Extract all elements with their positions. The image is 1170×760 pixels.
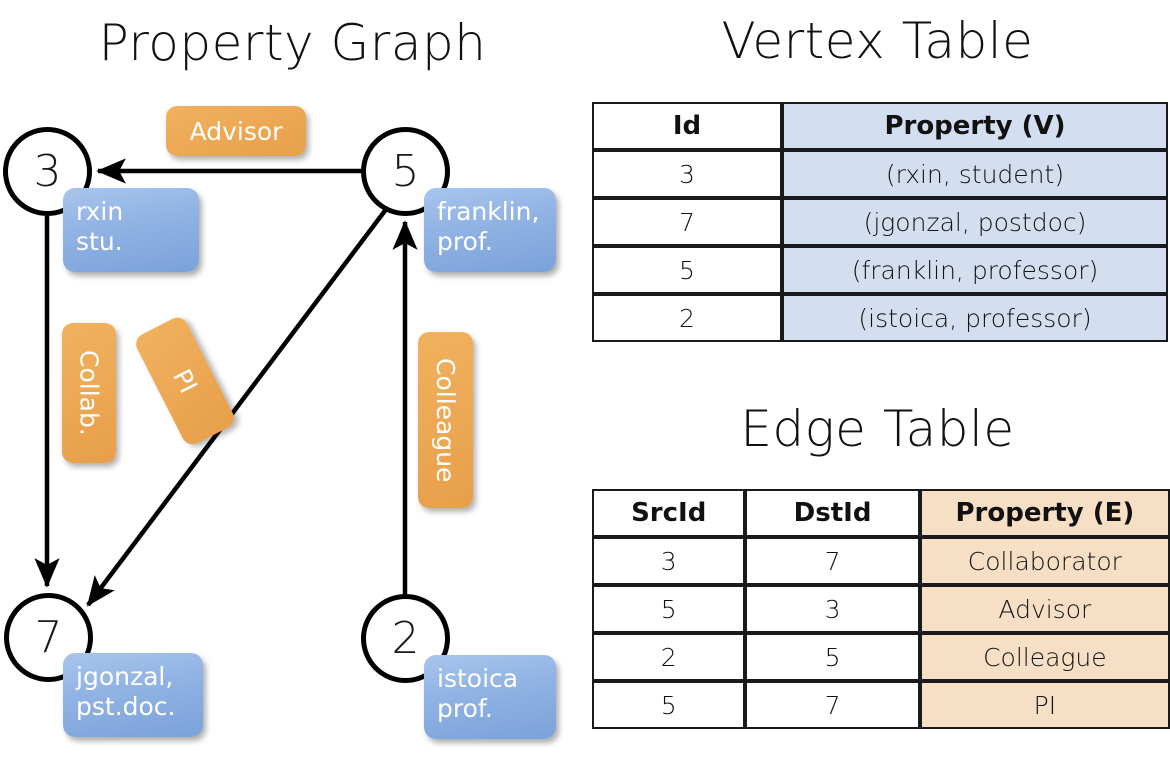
vertex-table-cell-id: 2 <box>592 294 782 342</box>
edge-label-advisor[interactable]: Advisor <box>166 106 306 156</box>
edge-table-cell-srcid: 5 <box>592 681 746 729</box>
graph-edges-svg <box>34 158 418 607</box>
table-row[interactable]: 5 3 Advisor <box>592 585 1170 633</box>
vertex-property-box-3-line1: rxin <box>76 197 124 226</box>
vertex-table-header-row: Id Property (V) <box>592 102 1168 150</box>
vertex-node-2-id: 2 <box>391 613 420 664</box>
vertex-property-box-5-line1: franklin, <box>437 197 540 226</box>
page-title-property-graph: Property Graph <box>98 14 487 72</box>
edge-label-colleague[interactable]: Colleague <box>418 332 473 508</box>
vertex-property-box-2: istoica prof. <box>424 655 556 739</box>
vertex-table-header-property: Property (V) <box>782 102 1168 150</box>
vertex-table-cell-property: (istoica, professor) <box>782 294 1168 342</box>
page-title-edge-table: Edge Table <box>740 400 1015 458</box>
edge-table-cell-srcid: 5 <box>592 585 746 633</box>
vertex-node-3-id: 3 <box>33 146 62 197</box>
edge-table-cell-property: Advisor <box>919 585 1170 633</box>
edge-table-cell-dstid: 3 <box>745 585 920 633</box>
edge-table: SrcId DstId Property (E) 3 7 Collaborato… <box>592 489 1170 729</box>
vertex-property-box-5-line2: prof. <box>437 226 493 256</box>
edge-table-cell-property: PI <box>919 681 1170 729</box>
edge-label-collab[interactable]: Collab. <box>62 323 116 463</box>
edge-label-advisor-text: Advisor <box>189 116 283 146</box>
edge-table-cell-dstid: 5 <box>745 633 920 681</box>
vertex-node-5-id: 5 <box>391 146 420 197</box>
vertex-property-box-5: franklin, prof. <box>424 188 556 272</box>
vertex-property-box-2-line1: istoica <box>437 664 519 693</box>
property-graph-diagram: Advisor Collab. PI Colleague 3 rxin stu.… <box>3 106 556 739</box>
edge-table-cell-srcid: 2 <box>592 633 746 681</box>
vertex-table-cell-id: 3 <box>592 150 782 198</box>
edge-label-collab-text: Collab. <box>74 350 104 436</box>
edge-label-colleague-text: Colleague <box>431 357 460 483</box>
table-row[interactable]: 2 (istoica, professor) <box>592 294 1168 342</box>
edge-table-cell-dstid: 7 <box>745 681 920 729</box>
vertex-property-box-7: jgonzal, pst.doc. <box>63 653 203 737</box>
edge-table-header-srcid: SrcId <box>592 489 746 537</box>
table-row[interactable]: 3 (rxin, student) <box>592 150 1168 198</box>
vertex-table-cell-id: 7 <box>592 198 782 246</box>
vertex-table-cell-property: (jgonzal, postdoc) <box>782 198 1168 246</box>
vertex-property-box-7-line1: jgonzal, <box>76 662 174 691</box>
table-row[interactable]: 2 5 Colleague <box>592 633 1170 681</box>
page-title-vertex-table: Vertex Table <box>721 12 1034 70</box>
edge-table-header-dstid: DstId <box>745 489 920 537</box>
table-row[interactable]: 7 (jgonzal, postdoc) <box>592 198 1168 246</box>
edge-table-cell-property: Colleague <box>919 633 1170 681</box>
vertex-property-box-7-line2: pst.doc. <box>76 691 176 721</box>
edge-table-header-property: Property (E) <box>919 489 1170 537</box>
vertex-table-header-id: Id <box>592 102 782 150</box>
vertex-table-cell-property: (franklin, professor) <box>782 246 1168 294</box>
vertex-property-box-3: rxin stu. <box>63 188 199 272</box>
vertex-node-7-id: 7 <box>34 612 63 663</box>
table-row[interactable]: 3 7 Collaborator <box>592 537 1170 585</box>
edge-table-header-row: SrcId DstId Property (E) <box>592 489 1170 537</box>
vertex-property-box-2-line2: prof. <box>437 693 493 723</box>
edge-label-pi-text: PI <box>166 364 204 398</box>
vertex-node-2[interactable]: 2 <box>361 594 450 683</box>
edge-table-cell-dstid: 7 <box>745 537 920 585</box>
vertex-table: Id Property (V) 3 (rxin, student) 7 (jgo… <box>592 102 1168 342</box>
vertex-table-cell-property: (rxin, student) <box>782 150 1168 198</box>
vertex-property-box-3-line2: stu. <box>76 226 123 256</box>
vertex-table-cell-id: 5 <box>592 246 782 294</box>
edge-table-cell-property: Collaborator <box>919 537 1170 585</box>
table-row[interactable]: 5 (franklin, professor) <box>592 246 1168 294</box>
edge-line-pi <box>86 206 389 607</box>
edge-table-cell-srcid: 3 <box>592 537 746 585</box>
vertex-node-5[interactable]: 5 <box>361 127 450 216</box>
table-row[interactable]: 5 7 PI <box>592 681 1170 729</box>
